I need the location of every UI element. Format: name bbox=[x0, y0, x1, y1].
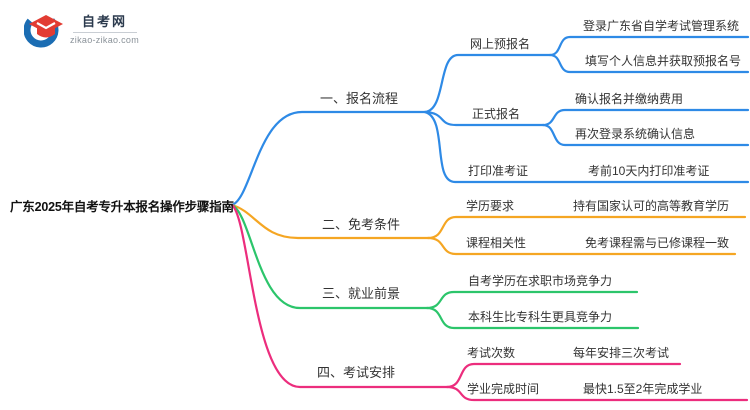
branch-label-job-prospects: 三、就业前景 bbox=[322, 286, 401, 301]
central-topic: 广东2025年自考专升本报名操作步骤指南 bbox=[10, 200, 234, 214]
branch-lines-exam-schedule bbox=[230, 203, 749, 402]
leaf-relogin-confirm: 再次登录系统确认信息 bbox=[575, 127, 696, 141]
trunk-line-2 bbox=[230, 203, 430, 240]
trunk-line-3 bbox=[230, 203, 429, 310]
logo-cap-board bbox=[29, 15, 63, 33]
graduation-cap-logo-icon bbox=[24, 12, 63, 48]
line-login-system bbox=[548, 35, 750, 57]
node-bachelor-competitive: 本科生比专科生更具竞争力 bbox=[468, 310, 613, 324]
logo-site-name: 自考网 bbox=[82, 13, 128, 29]
node-market-competitiveness: 自考学历在求职市场竞争力 bbox=[468, 274, 613, 288]
leaf-national-diploma: 持有国家认可的高等教育学历 bbox=[573, 199, 730, 213]
leaf-print-10days: 考前10天内打印准考证 bbox=[588, 164, 710, 178]
branch-label-registration-process: 一、报名流程 bbox=[320, 91, 399, 106]
branch-lines-registration-process bbox=[230, 35, 750, 207]
line-completion-time bbox=[445, 385, 749, 402]
node-edu-requirement: 学历要求 bbox=[466, 199, 515, 213]
site-logo: 自考网 zikao-zikao.com bbox=[24, 8, 139, 50]
node-print-ticket: 打印准考证 bbox=[468, 164, 529, 178]
logo-domain: zikao-zikao.com bbox=[70, 35, 140, 46]
leaf-course-match: 免考课程需与已修课程一致 bbox=[585, 236, 730, 250]
line-relogin-confirm bbox=[541, 123, 750, 147]
line-fill-info bbox=[548, 53, 750, 74]
leaf-fastest-completion: 最快1.5至2年完成学业 bbox=[583, 382, 703, 396]
branch-lines-job-prospects bbox=[230, 203, 640, 330]
logo-text-block: 自考网 zikao-zikao.com bbox=[70, 13, 139, 45]
branch-label-exam-schedule: 四、考试安排 bbox=[317, 365, 396, 380]
node-completion-time: 学业完成时间 bbox=[467, 382, 540, 396]
leaf-confirm-pay: 确认报名并缴纳费用 bbox=[575, 92, 684, 106]
branch-label-exemption: 二、免考条件 bbox=[322, 217, 401, 232]
line-confirm-pay bbox=[541, 108, 750, 127]
leaf-fill-info: 填写个人信息并获取预报名号 bbox=[585, 54, 742, 68]
line-print-ticket bbox=[423, 110, 750, 184]
node-exam-count: 考试次数 bbox=[467, 346, 516, 360]
line-edu-requirement bbox=[426, 215, 747, 240]
line-formal-reg bbox=[423, 110, 545, 127]
trunk-line-4 bbox=[230, 203, 449, 389]
line-market-competitiveness bbox=[425, 290, 639, 310]
trunk-line-1 bbox=[230, 110, 427, 207]
line-online-prereg bbox=[423, 53, 552, 114]
line-exam-count bbox=[445, 362, 682, 389]
line-course-relevance bbox=[426, 236, 737, 256]
leaf-three-exams: 每年安排三次考试 bbox=[573, 346, 670, 360]
node-formal-reg: 正式报名 bbox=[472, 107, 521, 121]
node-course-relevance: 课程相关性 bbox=[466, 236, 527, 250]
line-bachelor-competitive bbox=[425, 306, 640, 330]
branch-lines-exemption bbox=[230, 203, 747, 256]
logo-cap-chevron bbox=[36, 22, 56, 30]
node-online-prereg: 网上预报名 bbox=[470, 37, 531, 51]
logo-divider bbox=[72, 32, 137, 34]
leaf-login-system: 登录广东省自学考试管理系统 bbox=[583, 19, 740, 33]
